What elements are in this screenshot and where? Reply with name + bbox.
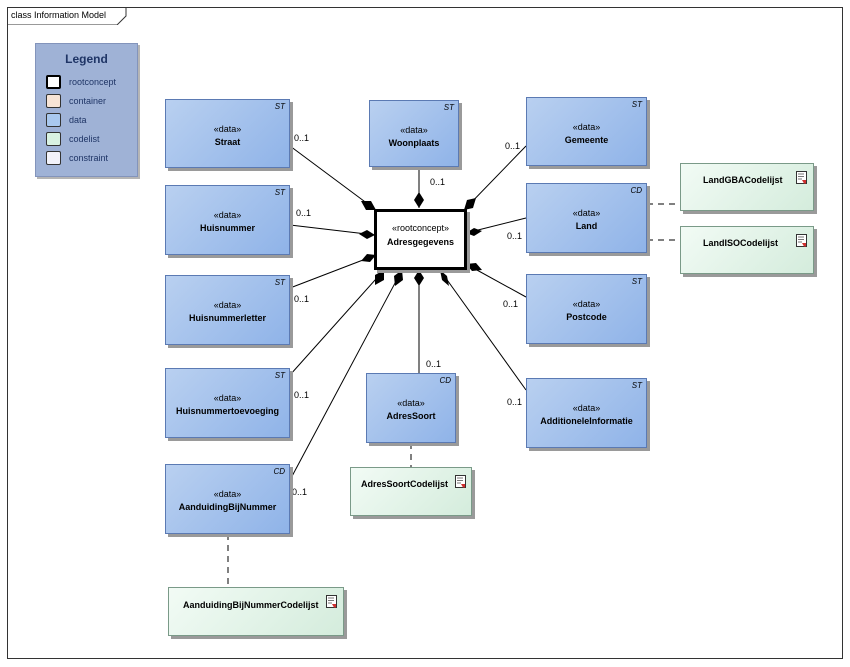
class-woonplaats[interactable]: ST «data» Woonplaats bbox=[369, 100, 459, 167]
codelist-name: AanduidingBijNummerCodelijst bbox=[183, 600, 319, 610]
class-stereotype: «rootconcept» bbox=[391, 223, 450, 233]
legend-swatch bbox=[46, 75, 61, 89]
class-name: Huisnummertoevoeging bbox=[175, 406, 279, 416]
codelist-name: LandISOCodelijst bbox=[703, 238, 779, 248]
class-stereotype: «data» bbox=[572, 403, 601, 413]
legend-title: Legend bbox=[65, 52, 108, 66]
codelist-aanduidingbijnummer[interactable]: AanduidingBijNummerCodelijst bbox=[168, 587, 344, 636]
class-postcode[interactable]: ST «data» Postcode bbox=[526, 274, 647, 344]
mult-huisnummerletter: 0..1 bbox=[294, 294, 310, 304]
class-stereotype: «data» bbox=[213, 489, 242, 499]
dependency-lines bbox=[227, 203, 680, 587]
class-stereotype: «data» bbox=[400, 125, 428, 135]
composition-diamonds bbox=[359, 192, 482, 286]
diagram-frame bbox=[7, 7, 843, 659]
mult-huisnummertoevoeging: 0..1 bbox=[294, 390, 310, 400]
legend-label: container bbox=[69, 96, 107, 106]
legend-label: codelist bbox=[69, 134, 100, 144]
codelist-adressoort[interactable]: AdresSoortCodelijst bbox=[350, 467, 472, 516]
legend: Legend rootconcept container data codeli… bbox=[35, 43, 138, 177]
legend-swatch bbox=[46, 94, 61, 108]
assoc-additioneleinformatie bbox=[439, 269, 527, 391]
assoc-straat bbox=[289, 145, 377, 211]
codelist-landiso[interactable]: LandISOCodelijst bbox=[680, 226, 814, 274]
mult-land: 0..1 bbox=[507, 231, 523, 241]
class-huisnummerletter[interactable]: ST «data» Huisnummerletter bbox=[165, 275, 290, 345]
mult-additioneleinformatie: 0..1 bbox=[507, 397, 523, 407]
class-aanduidingbijnummer[interactable]: CD «data» AanduidingBijNummer bbox=[165, 464, 290, 534]
type-tag: CD bbox=[273, 467, 285, 476]
class-stereotype: «data» bbox=[213, 393, 242, 403]
class-stereotype: «data» bbox=[572, 299, 601, 309]
mult-straat: 0..1 bbox=[294, 133, 310, 143]
class-name: Adresgegevens bbox=[386, 237, 455, 247]
type-tag: ST bbox=[274, 278, 285, 287]
class-name: Postcode bbox=[566, 312, 607, 322]
document-icon bbox=[796, 171, 807, 184]
type-tag: CD bbox=[630, 186, 642, 195]
class-stereotype: «data» bbox=[213, 124, 242, 134]
codelist-name: LandGBACodelijst bbox=[703, 175, 783, 185]
assoc-aanduidingbijnummer bbox=[289, 269, 403, 481]
legend-label: constraint bbox=[69, 153, 109, 163]
mult-adressoort: 0..1 bbox=[426, 359, 442, 369]
class-stereotype: «data» bbox=[213, 210, 242, 220]
legend-label: rootconcept bbox=[69, 77, 117, 87]
legend-swatch bbox=[46, 132, 61, 146]
class-name: Woonplaats bbox=[388, 138, 440, 148]
class-stereotype: «data» bbox=[397, 398, 425, 408]
type-tag: ST bbox=[443, 103, 454, 112]
codelist-name: AdresSoortCodelijst bbox=[361, 479, 449, 489]
class-straat[interactable]: ST «data» Straat bbox=[165, 99, 290, 168]
class-adresgegevens[interactable]: «rootconcept» Adresgegevens bbox=[374, 209, 467, 270]
class-stereotype: «data» bbox=[572, 208, 601, 218]
class-name: Gemeente bbox=[564, 135, 609, 145]
class-stereotype: «data» bbox=[213, 300, 242, 310]
type-tag: ST bbox=[274, 102, 285, 111]
class-stereotype: «data» bbox=[572, 122, 601, 132]
legend-swatch bbox=[46, 113, 61, 127]
document-icon bbox=[796, 234, 807, 247]
legend-swatch bbox=[46, 151, 61, 165]
class-name: Huisnummer bbox=[199, 223, 255, 233]
class-land[interactable]: CD «data» Land bbox=[526, 183, 647, 253]
class-adressoort[interactable]: CD «data» AdresSoort bbox=[366, 373, 456, 443]
type-tag: ST bbox=[274, 371, 285, 380]
type-tag: ST bbox=[631, 100, 642, 109]
document-icon bbox=[326, 595, 337, 608]
class-name: Land bbox=[575, 221, 598, 231]
type-tag: ST bbox=[631, 277, 642, 286]
class-name: AdresSoort bbox=[386, 411, 436, 421]
class-name: Straat bbox=[214, 137, 241, 147]
mult-postcode: 0..1 bbox=[503, 299, 519, 309]
class-name: Huisnummerletter bbox=[188, 313, 267, 323]
document-icon bbox=[455, 475, 466, 488]
class-additioneleinformatie[interactable]: ST «data» AdditioneleInformatie bbox=[526, 378, 647, 448]
mult-huisnummer: 0..1 bbox=[296, 208, 312, 218]
mult-gemeente: 0..1 bbox=[505, 141, 521, 151]
type-tag: ST bbox=[274, 188, 285, 197]
class-gemeente[interactable]: ST «data» Gemeente bbox=[526, 97, 647, 166]
class-name: AanduidingBijNummer bbox=[178, 502, 277, 512]
codelist-landgba[interactable]: LandGBACodelijst bbox=[680, 163, 814, 211]
legend-label: data bbox=[69, 115, 87, 125]
class-huisnummertoevoeging[interactable]: ST «data» Huisnummertoevoeging bbox=[165, 368, 290, 438]
frame-title: class Information Model bbox=[11, 10, 107, 20]
mult-aanduidingbijnummer: 0..1 bbox=[292, 487, 308, 497]
assoc-huisnummertoevoeging bbox=[289, 269, 385, 376]
type-tag: ST bbox=[631, 381, 642, 390]
frame-tab bbox=[7, 7, 127, 25]
class-name: AdditioneleInformatie bbox=[540, 416, 633, 426]
class-huisnummer[interactable]: ST «data» Huisnummer bbox=[165, 185, 290, 255]
type-tag: CD bbox=[439, 376, 451, 385]
mult-woonplaats: 0..1 bbox=[430, 177, 446, 187]
